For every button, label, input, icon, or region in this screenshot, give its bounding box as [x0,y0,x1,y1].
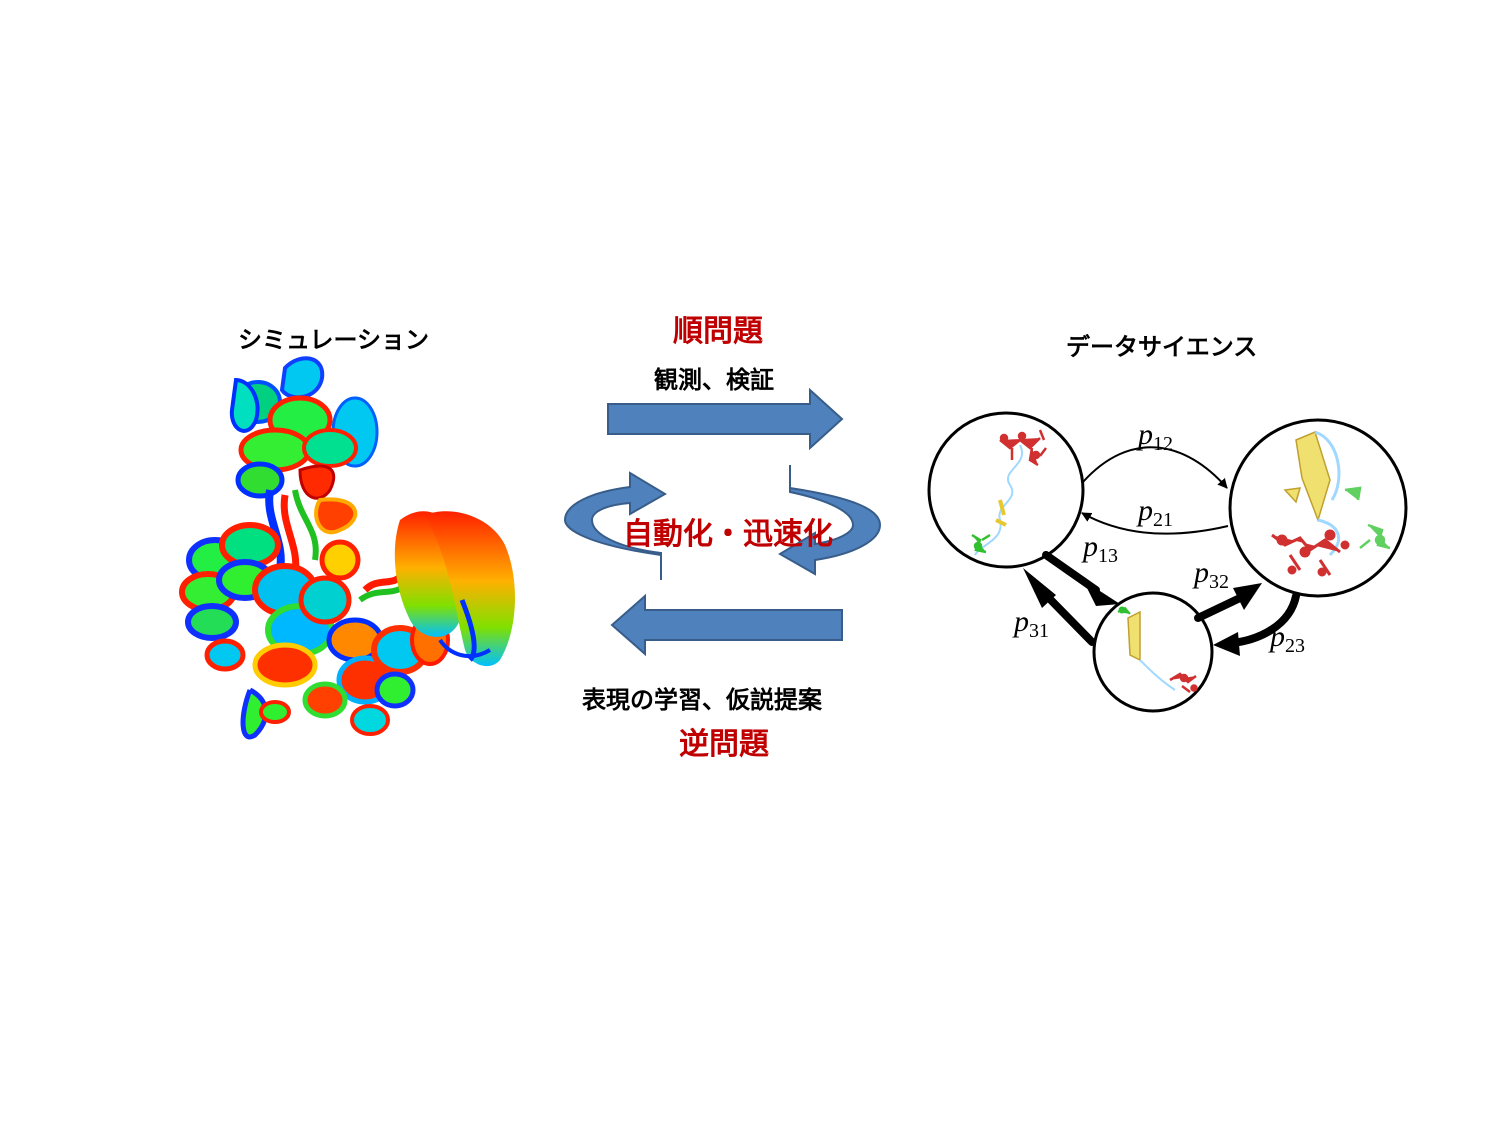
label-p31: p31 [1012,605,1049,642]
forward-problem-title: 順問題 [673,314,763,349]
label-p23: p23 [1268,620,1305,657]
state-1-structure [971,429,1047,556]
transition-arrow-12 [1082,446,1228,489]
cycle-arrow-left [563,471,667,580]
state-3-structure [1117,606,1198,693]
transition-arrowhead-32 [1233,583,1262,610]
transition-arrow-32 [1194,594,1244,622]
data-science-title: データサイエンス [1066,333,1258,361]
label-p13: p13 [1081,530,1118,567]
transition-arrow-31 [1040,589,1096,646]
forward-problem-subtitle: 観測、検証 [654,366,774,394]
label-p32: p32 [1192,556,1229,593]
transition-arrowhead-23 [1213,632,1240,656]
markov-state-diagram: p12 p21 p13 p31 p32 p23 [927,411,1408,713]
state-2-structure [1271,430,1391,577]
inverse-problem-subtitle: 表現の学習、仮説提案 [582,686,822,714]
forward-arrow [607,387,844,451]
label-p12: p12 [1136,418,1173,455]
inverse-problem-title: 逆問題 [679,727,769,762]
cycle-arrow-right [778,465,882,576]
transition-arrowhead-31 [1023,568,1056,608]
state-3-circle [1092,591,1214,713]
label-p21: p21 [1136,494,1173,531]
transition-arrowhead-13 [1083,580,1120,606]
transition-arrow-21 [1081,512,1229,535]
protein-ensemble-image [179,356,516,740]
inverse-arrow [610,593,843,657]
cycle-label: 自動化・迅速化 [623,517,833,552]
transition-arrow-23 [1228,592,1300,647]
simulation-title: シミュレーション [238,326,430,354]
